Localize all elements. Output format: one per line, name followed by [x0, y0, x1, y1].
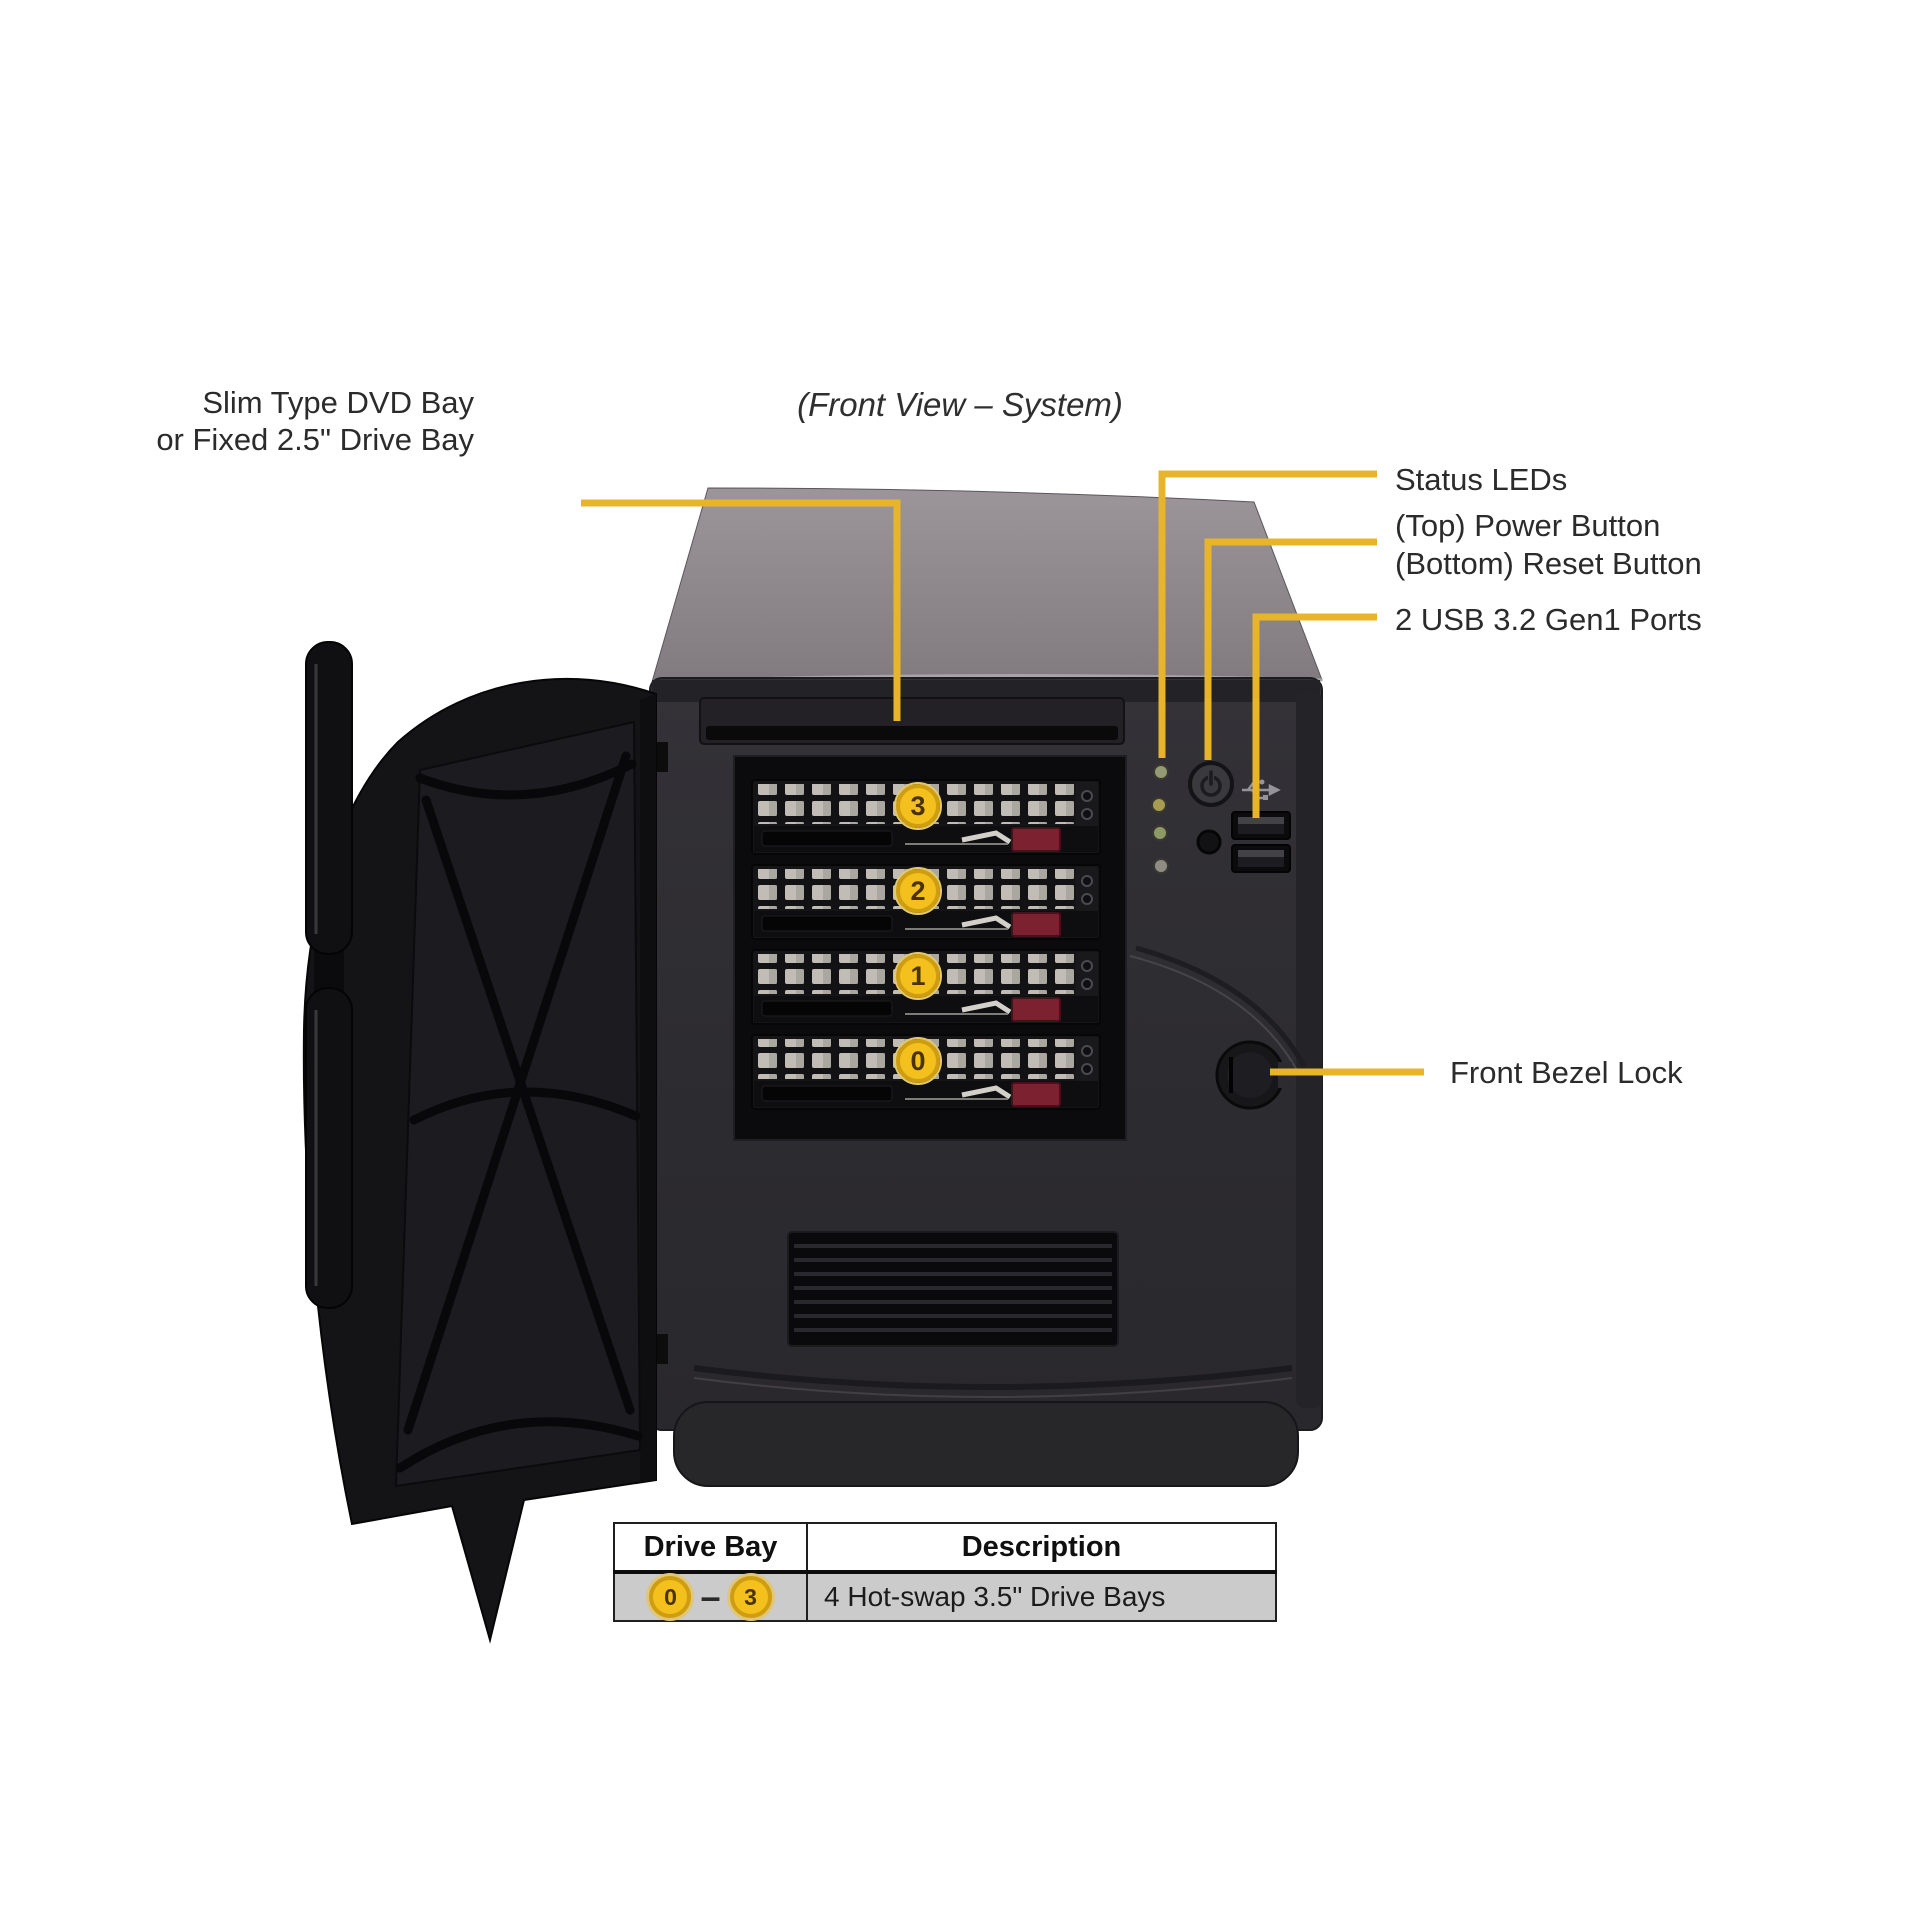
dvd-bay-label-line2: or Fixed 2.5" Drive Bay — [156, 422, 474, 457]
chassis-base — [673, 1401, 1299, 1487]
drive-bay-badge-number: 2 — [910, 876, 925, 906]
tray-latch — [1011, 912, 1061, 937]
dvd-bay-label: Slim Type DVD Bay or Fixed 2.5" Drive Ba… — [140, 384, 474, 458]
dvd-bay-slot — [699, 697, 1125, 745]
drive-trays: 3 2 — [751, 779, 1101, 1110]
diagram-title: (Front View – System) — [797, 386, 1123, 423]
bezel-lock-label: Front Bezel Lock — [1450, 1055, 1683, 1090]
tray-release-lever — [961, 1000, 1012, 1015]
dvd-bay-label-line1: Slim Type DVD Bay — [202, 385, 474, 420]
usb-port-top[interactable] — [1231, 811, 1291, 840]
drive-bay-badge-number: 3 — [910, 791, 925, 821]
bay-description-cell: 4 Hot-swap 3.5" Drive Bays — [806, 1571, 1277, 1622]
status-leds — [1151, 764, 1169, 874]
led-icon — [1153, 858, 1169, 874]
front-panel-top-band — [652, 680, 1320, 702]
tray-release-lever — [961, 915, 1012, 930]
status-leds-label: Status LEDs — [1395, 462, 1568, 497]
chassis-top — [651, 487, 1323, 683]
side-door — [302, 641, 657, 1644]
usb-ports[interactable] — [1231, 811, 1291, 873]
usb-port-bottom[interactable] — [1231, 844, 1291, 873]
bezel-accent-highlight — [1129, 955, 1299, 1073]
callout-lines — [581, 470, 1424, 1076]
drive-tray-1: 1 — [751, 949, 1101, 1025]
reset-button-label: (Bottom) Reset Button — [1395, 546, 1702, 581]
tray-release-lever — [961, 830, 1012, 845]
drive-tray-2: 2 — [751, 864, 1101, 940]
drive-bay-badge-number: 0 — [910, 1046, 925, 1076]
tray-latch — [1011, 997, 1061, 1022]
drive-tray-3: 3 — [751, 779, 1101, 855]
power-icon — [1200, 770, 1222, 797]
drive-bay-table: Drive Bay Description 0–3 4 Hot-swap 3.5… — [613, 1522, 1277, 1622]
door-handle[interactable] — [305, 641, 353, 1309]
drive-tray-0: 0 — [751, 1034, 1101, 1110]
tray-release-lever — [961, 1085, 1012, 1100]
table-header-description: Description — [806, 1522, 1277, 1574]
drive-bay-badge — [896, 784, 940, 828]
power-button-label: (Top) Power Button — [1395, 508, 1661, 543]
drive-bay-badge — [896, 869, 940, 913]
led-icon — [1152, 825, 1168, 841]
table-header-drive-bay: Drive Bay — [613, 1522, 808, 1574]
drive-bay-badge-number: 1 — [910, 961, 925, 991]
bay-range-cell: 0–3 — [613, 1571, 808, 1622]
base-crease — [693, 1365, 1293, 1390]
table-header-row: Drive Bay Description — [613, 1522, 1277, 1574]
table-row: 0–3 4 Hot-swap 3.5" Drive Bays — [613, 1571, 1277, 1622]
chassis: 3 2 — [646, 487, 1323, 1487]
drive-bay-badge — [896, 954, 940, 998]
tray-latch — [1011, 827, 1061, 852]
callout-line-power-reset — [1204, 538, 1377, 760]
callout-line-dvd-bay — [581, 499, 901, 721]
callout-line-status-leds — [1158, 470, 1377, 758]
base-crease-highlight — [693, 1377, 1293, 1398]
door-hinge-edge — [640, 694, 656, 1482]
usb-ports-label: 2 USB 3.2 Gen1 Ports — [1395, 602, 1702, 637]
door-ribs — [395, 751, 643, 1473]
callout-line-usb-ports — [1252, 613, 1377, 818]
reset-button[interactable] — [1196, 829, 1222, 855]
drive-bay-badge — [896, 1039, 940, 1083]
bay-badge-start: 0 — [649, 1576, 692, 1618]
power-button[interactable] — [1188, 761, 1234, 807]
range-dash: – — [700, 1576, 721, 1617]
tray-latch — [1011, 1082, 1061, 1107]
led-icon — [1151, 797, 1167, 813]
bay-badge-end: 3 — [729, 1576, 772, 1618]
led-icon — [1153, 764, 1169, 780]
bezel-accent-line — [1135, 945, 1307, 1068]
vent-grille — [787, 1231, 1119, 1347]
front-panel-right-edge — [1296, 692, 1322, 1408]
